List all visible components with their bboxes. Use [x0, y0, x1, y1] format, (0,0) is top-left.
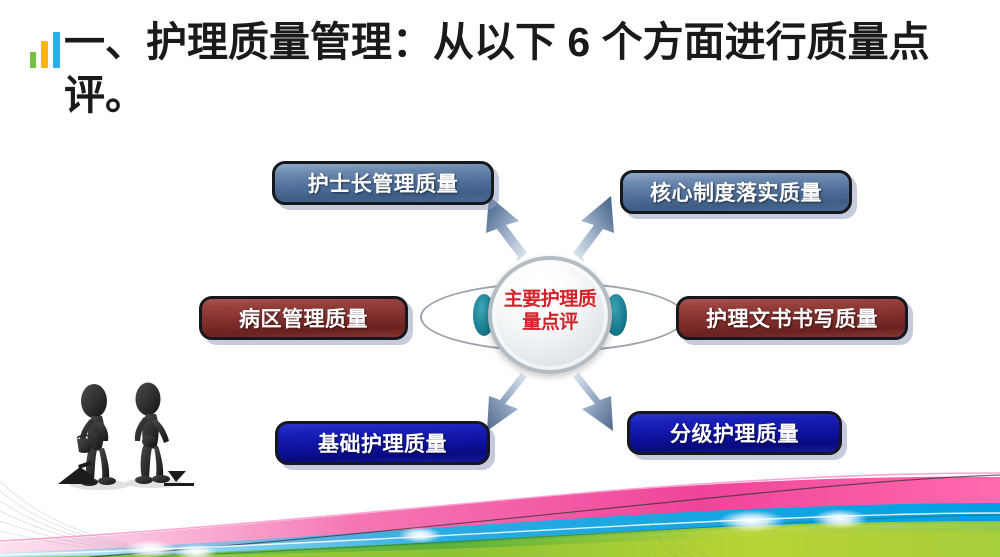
- node-box-ward[interactable]: 病区管理质量: [199, 296, 408, 340]
- title-accent-bars-icon: [30, 30, 64, 74]
- node-box-graded[interactable]: 分级护理质量: [627, 411, 842, 455]
- stick-figures-illustration: [58, 382, 194, 490]
- arrow-down-right: [573, 368, 613, 431]
- node-label-head-nurse: 护士长管理质量: [307, 173, 459, 196]
- stick-figure-right: [134, 382, 170, 484]
- node-label-document: 护理文书书写质量: [706, 308, 878, 331]
- node-label-graded: 分级护理质量: [670, 423, 799, 446]
- node-box-document[interactable]: 护理文书书写质量: [676, 296, 908, 340]
- node-box-core-system[interactable]: 核心制度落实质量: [620, 170, 852, 214]
- arrow-down-left: [487, 368, 527, 431]
- node-label-basic: 基础护理质量: [318, 433, 447, 456]
- stick-figure-left: [76, 384, 116, 486]
- center-label: 主要护理质 量点评: [503, 289, 597, 334]
- node-box-basic[interactable]: 基础护理质量: [275, 421, 490, 465]
- node-label-core-system: 核心制度落实质量: [650, 182, 822, 205]
- page-title: 一、护理质量管理：从以下 6 个方面进行质量点评。: [64, 19, 930, 119]
- accent-bar-green: [30, 52, 36, 68]
- node-label-ward: 病区管理质量: [239, 308, 368, 331]
- accent-bar-blue: [53, 32, 60, 68]
- node-box-head-nurse[interactable]: 护士长管理质量: [272, 161, 494, 205]
- center-sphere: [488, 256, 612, 374]
- arrow-up-left: [486, 196, 527, 262]
- accent-bar-yellow: [41, 41, 48, 68]
- arrow-up-right: [573, 196, 614, 262]
